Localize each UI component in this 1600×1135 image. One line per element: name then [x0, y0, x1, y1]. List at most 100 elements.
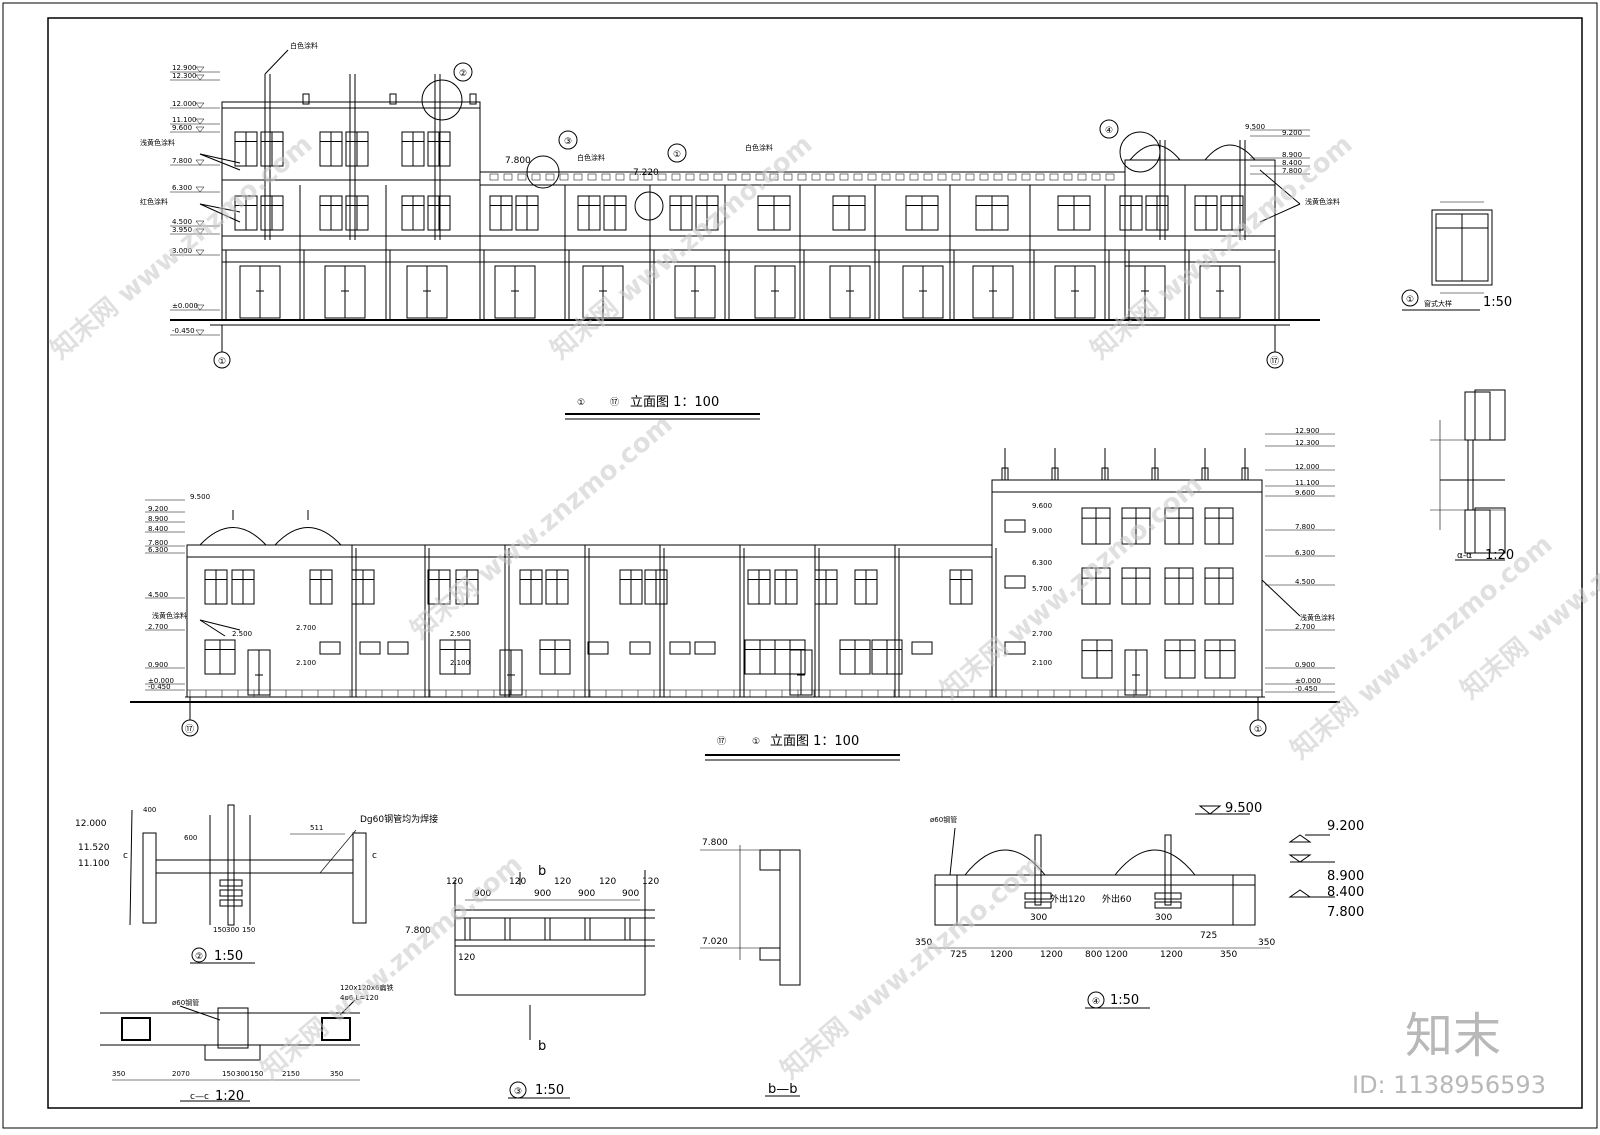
detail-3-dim-1: 900: [474, 889, 491, 899]
detail-3-dim-6: 120: [599, 877, 616, 887]
detail-2-cut-left: c: [123, 851, 128, 861]
watermark-layer: 知末网 www.znzmo.com 知末网 www.znzmo.com 知末网 ww…: [45, 129, 1600, 1085]
detail-4-scale: 1:50: [1110, 993, 1139, 1008]
axis-bubble-17-mid: ⑰: [185, 724, 194, 735]
detail-4-out2: 外出60: [1102, 893, 1132, 905]
mid-window-level-4: 2.100: [450, 659, 470, 667]
mid-level-right-0: 12.900: [1295, 427, 1320, 435]
detail-4-level-5: 7.800: [1327, 905, 1364, 920]
axis-bubble-17-top: ⑰: [1270, 356, 1279, 367]
detail-2-level-3: 11.100: [78, 859, 110, 869]
detail-3-dim-7: 900: [622, 889, 639, 899]
window-detail-scale: 1:50: [1483, 295, 1512, 310]
detail-2-dim-3: 511: [310, 824, 323, 832]
detail-2-dim-2: 600: [184, 834, 197, 842]
axis-bubble-1-mid: ①: [1254, 725, 1262, 735]
mid-window-level-10: 2.100: [1032, 659, 1052, 667]
detail-4-level-3: 8.900: [1327, 869, 1364, 884]
section-cc: [100, 999, 360, 1102]
mid-level-right-6: 6.300: [1295, 549, 1315, 557]
detail-4-dim-bottom-2: 1200: [990, 950, 1013, 960]
top-level-left-10: ±0.000: [172, 302, 198, 310]
material-white-label: 白色涂料: [290, 41, 318, 50]
section-cc-dim-2: 150: [222, 1070, 235, 1078]
watermark-id: ID: 1138956593: [1352, 1071, 1546, 1099]
callout-2: ②: [459, 69, 467, 79]
mid-window-level-6: 9.000: [1032, 527, 1052, 535]
mid-window-level-7: 6.300: [1032, 559, 1052, 567]
mid-level-right-11: -0.450: [1295, 685, 1318, 693]
detail-4-dim-bottom-3: 1200: [1040, 950, 1063, 960]
mid-level-right-5: 7.800: [1295, 523, 1315, 531]
detail-4-out1: 外出120: [1050, 893, 1085, 905]
detail-4-dim-bottom-0: 350: [915, 938, 932, 948]
section-cc-dim-0: 350: [112, 1070, 125, 1078]
mid-window-level-0: 2.500: [232, 630, 252, 638]
mid-window-level-3: 2.500: [450, 630, 470, 638]
detail-3-level: 7.800: [405, 926, 431, 936]
detail-4-dim-bottom-5: 1200: [1105, 950, 1128, 960]
window-detail: [1401, 201, 1493, 311]
detail-3-cut-bottom: b: [538, 1039, 546, 1054]
window-detail-number: ①: [1406, 295, 1414, 305]
detail-4-dim-top-0: 300: [1030, 913, 1047, 923]
mid-level-right-7: 4.500: [1295, 578, 1315, 586]
section-bb: [700, 845, 801, 1097]
mid-level-left-0: 9.200: [148, 505, 168, 513]
section-bb-level-1: 7.800: [702, 838, 728, 848]
mid-level-right-10: ±0.000: [1295, 677, 1321, 685]
watermark-site-text: 知末网 www.znzmo.com: [935, 469, 1208, 705]
detail-4-dim-top-1: 300: [1155, 913, 1172, 923]
detail-2-scale: 1:50: [214, 949, 243, 964]
section-bb-title: b—b: [768, 1082, 798, 1097]
mid-material-yellow-left: 浅黄色涂料: [152, 611, 187, 620]
detail-3-dim-3: 900: [534, 889, 551, 899]
section-cc-scale: 1:20: [215, 1089, 244, 1104]
level-mid-2: 7.220: [633, 168, 659, 178]
elevation-17-1-axis-start: ⑰: [717, 736, 726, 747]
callout-4: ④: [1105, 126, 1113, 136]
mid-level-left-2: 8.900: [148, 515, 168, 523]
detail-4-pipe: ø60钢管: [930, 815, 957, 824]
mid-level-left-4: 7.800: [148, 539, 168, 547]
mid-level-left-7: 2.700: [148, 623, 168, 631]
detail-3-dim-2: 120: [509, 877, 526, 887]
top-level-left-5: 7.800: [172, 157, 192, 165]
top-level-left-8: 3.950: [172, 226, 192, 234]
top-level-left-4: 9.600: [172, 124, 192, 132]
section-cc-dim-4: 150: [250, 1070, 263, 1078]
section-aa-scale: 1:20: [1485, 548, 1514, 563]
detail-3-dim-4: 120: [554, 877, 571, 887]
detail-2: [129, 804, 367, 964]
mid-level-right-9: 0.900: [1295, 661, 1315, 669]
detail-2-dim-1: 400: [143, 806, 156, 814]
mid-level-right-4: 9.600: [1295, 489, 1315, 497]
mid-window-level-5: 9.600: [1032, 502, 1052, 510]
axis-bubble-1-top: ①: [218, 357, 226, 367]
section-aa-title: α-α: [1457, 551, 1472, 561]
mid-level-right-3: 11.100: [1295, 479, 1320, 487]
section-cc-pipe: ø60钢管: [172, 998, 199, 1007]
watermark-site-text: 知末网 www.znzmo.com: [255, 849, 528, 1085]
elevation-1-17-axis-end: ⑰: [610, 397, 619, 408]
detail-2-dim-4: 300: [226, 926, 239, 934]
detail-4-dim-top-2: 725: [1200, 931, 1217, 941]
detail-4-level-1: 9.500: [1225, 801, 1262, 816]
mid-window-level-2: 2.100: [296, 659, 316, 667]
watermark-site-text: 知末网 www.znzmo.com: [545, 129, 818, 365]
watermark-site-text: 知末网 www.znzmo.com: [405, 409, 678, 645]
mid-level-left-1: 9.500: [190, 493, 210, 501]
detail-4-level-4: 8.400: [1327, 885, 1364, 900]
top-level-left-0: 12.900: [172, 64, 197, 72]
material-red-label: 红色涂料: [140, 197, 168, 206]
section-cc-dim-3: 300: [236, 1070, 249, 1078]
mid-level-left-6: 4.500: [148, 591, 168, 599]
mid-level-left-5: 6.300: [148, 546, 168, 554]
mid-level-right-8: 2.700: [1295, 623, 1315, 631]
section-cc-dim-6: 350: [330, 1070, 343, 1078]
section-cc-dim-5: 2150: [282, 1070, 300, 1078]
detail-4-dim-top-3: 350: [1258, 938, 1275, 948]
detail-3: [454, 870, 655, 1099]
